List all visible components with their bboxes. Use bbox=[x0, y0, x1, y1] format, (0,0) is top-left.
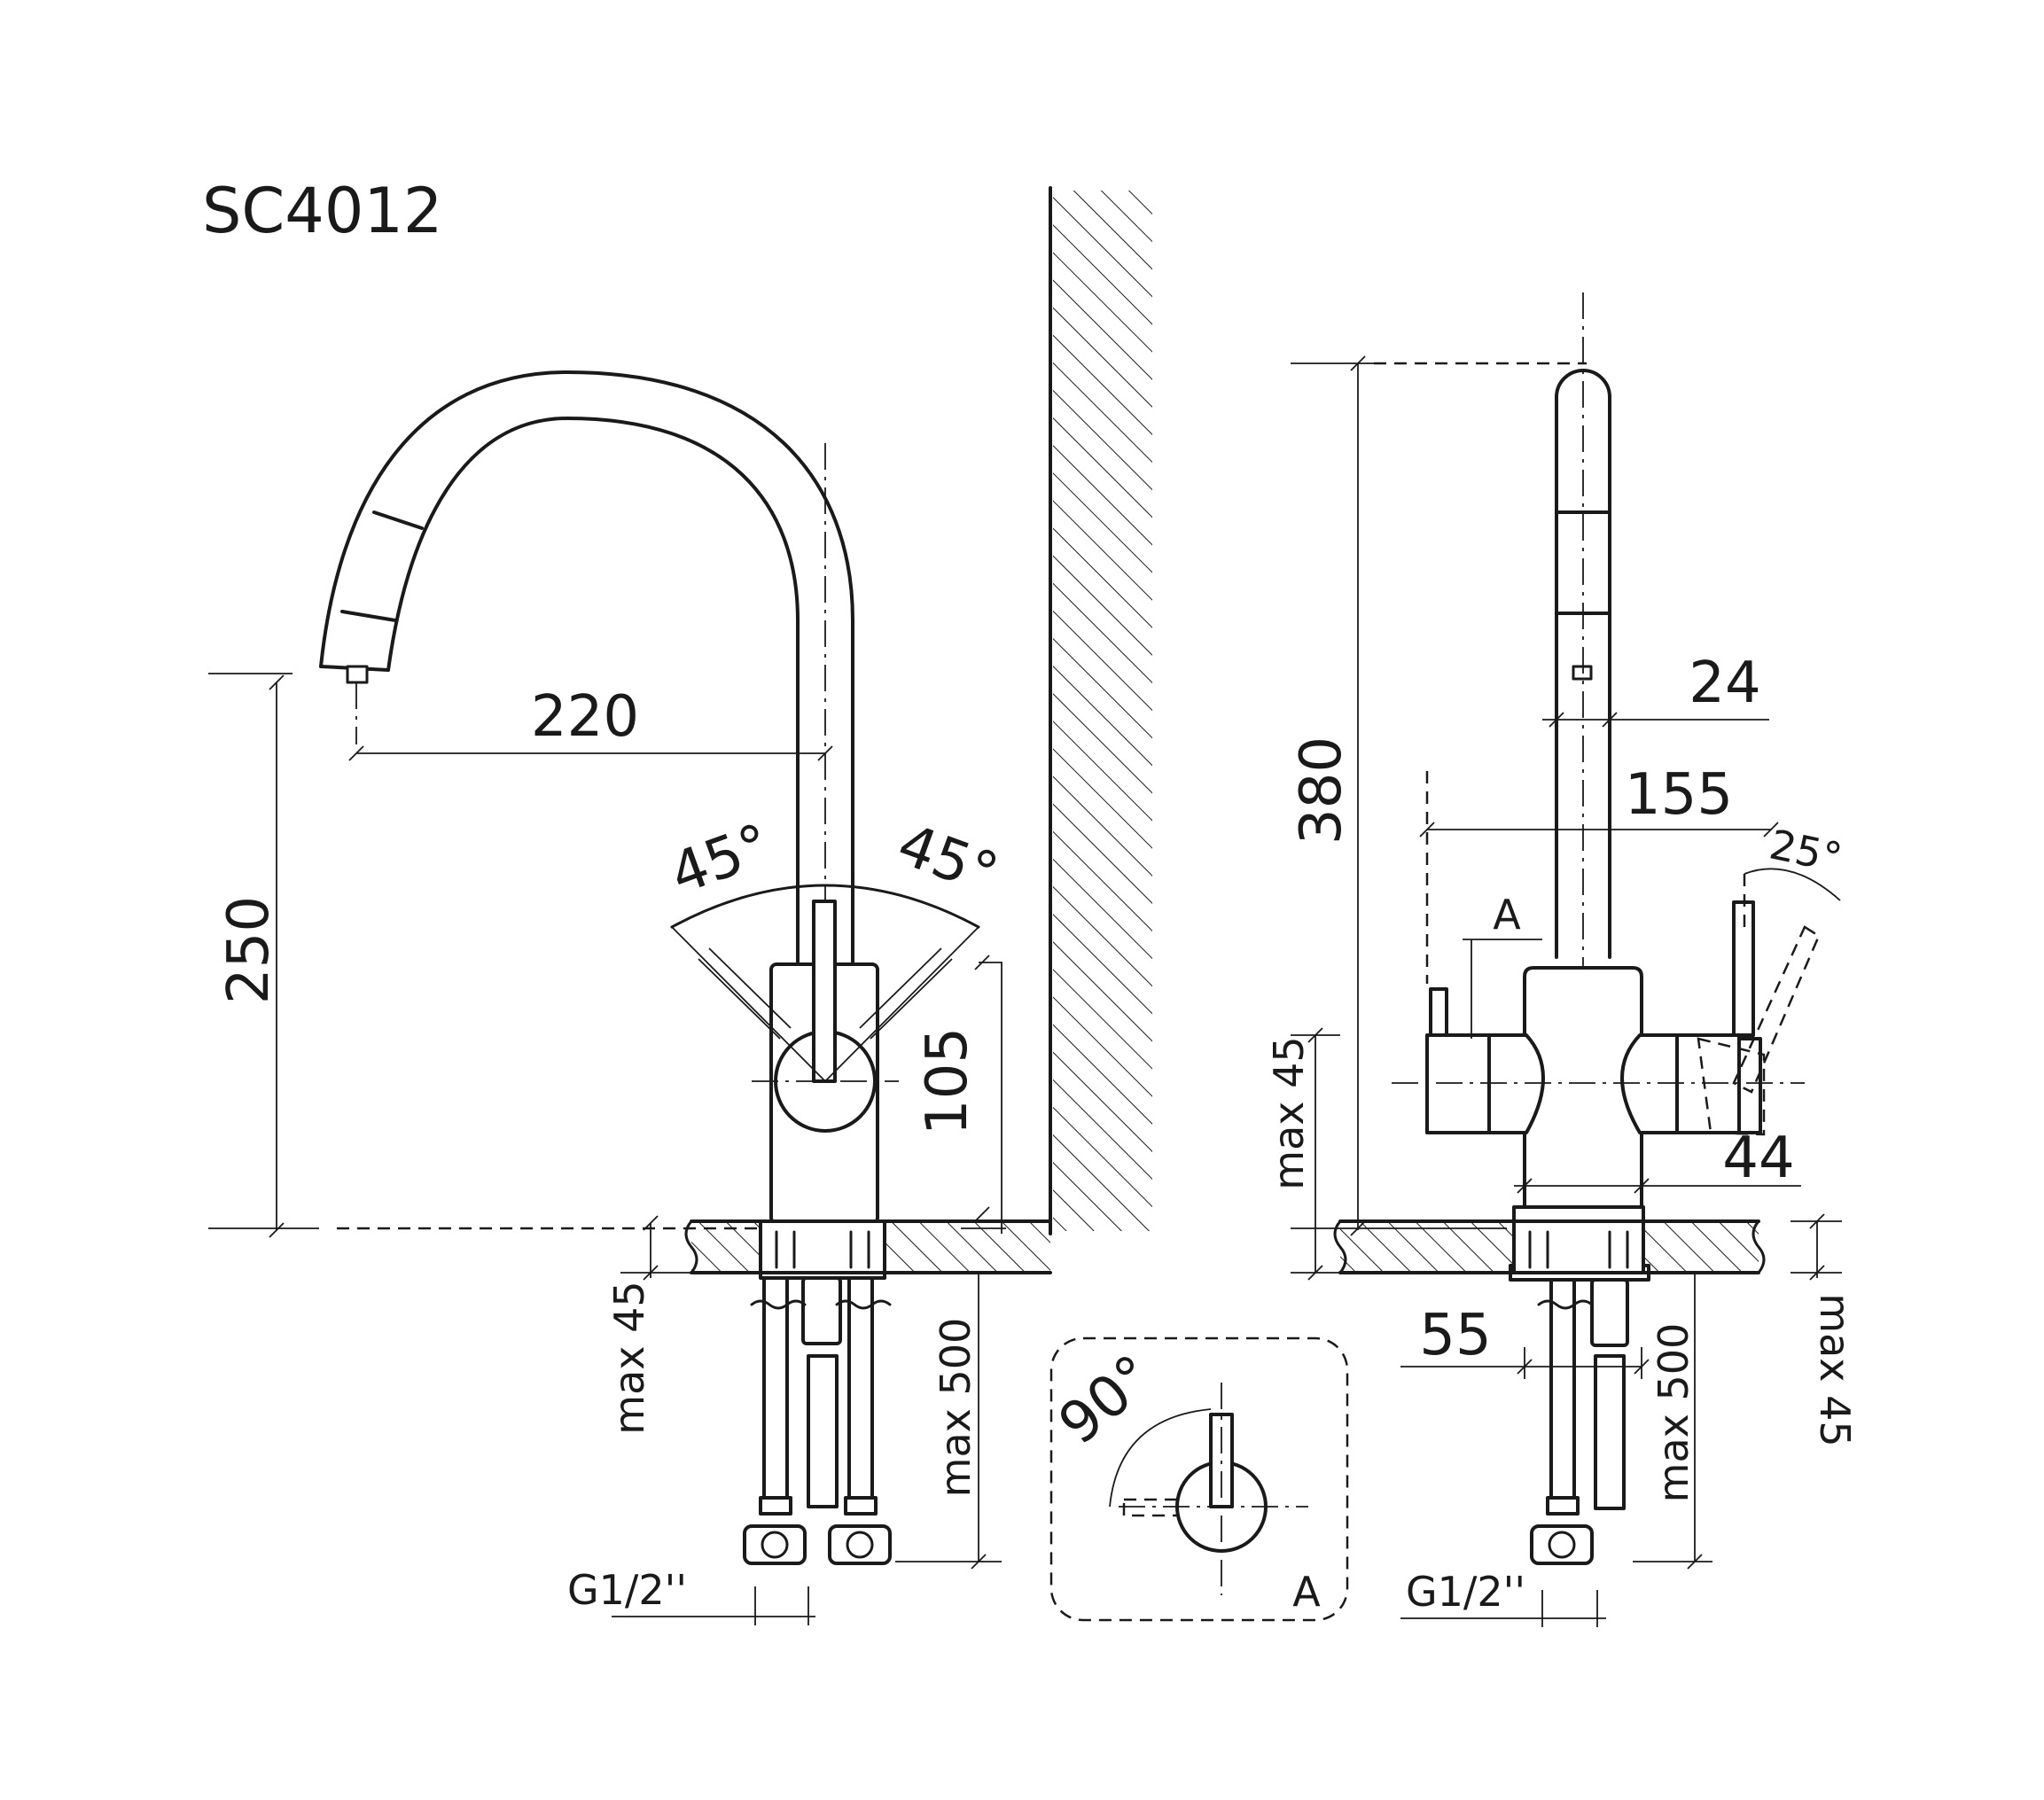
front-view bbox=[319, 370, 980, 1565]
detail-label: A bbox=[1292, 1568, 1321, 1616]
dim-total-height: 380 bbox=[1289, 736, 1354, 845]
dim-angle-right: 45° bbox=[889, 812, 1006, 908]
dim-handle-width: 155 bbox=[1625, 762, 1733, 828]
front-lever bbox=[812, 900, 837, 1083]
dim-side-hose: max 500 bbox=[1650, 1323, 1697, 1503]
dim-side-deck: max 45 bbox=[1811, 1293, 1859, 1446]
front-spout-outer bbox=[319, 370, 854, 963]
side-view bbox=[1392, 292, 1821, 1565]
wall-section bbox=[1048, 185, 1158, 1236]
dim-front-hose: max 500 bbox=[932, 1318, 979, 1498]
detail-a: 90° A bbox=[1047, 1336, 1349, 1622]
dim-handle-angle: 25° bbox=[1766, 820, 1846, 882]
detail-rotation-angle: 90° bbox=[1047, 1343, 1166, 1458]
detail-reference-a: A bbox=[1493, 891, 1521, 939]
front-spout-inner bbox=[386, 417, 800, 963]
front-deck-section bbox=[684, 1219, 1052, 1274]
dim-side-body-height: max 45 bbox=[1265, 1036, 1313, 1189]
model-title: SC4012 bbox=[202, 175, 442, 247]
dim-spout-diameter: 24 bbox=[1689, 651, 1760, 716]
dim-body-height: 105 bbox=[915, 1027, 980, 1135]
dim-reach: 220 bbox=[531, 684, 639, 750]
dim-front-thread: G1/2'' bbox=[567, 1566, 687, 1614]
dim-base-diameter: 55 bbox=[1419, 1303, 1491, 1368]
dim-spout-height: 250 bbox=[216, 896, 282, 1004]
dim-body-diameter: 44 bbox=[1722, 1126, 1794, 1191]
dim-side-thread: G1/2'' bbox=[1406, 1568, 1525, 1616]
dim-front-deck: max 45 bbox=[605, 1281, 653, 1434]
side-deck-section bbox=[1333, 1219, 1766, 1274]
detail-frame bbox=[1049, 1336, 1349, 1622]
side-dimensions: 380 24 155 25° 44 max 45 55 max 500 max … bbox=[1265, 355, 1859, 1627]
front-dimensions: 220 250 45° 45° 105 max 45 max 500 G1/2'… bbox=[208, 673, 1006, 1625]
